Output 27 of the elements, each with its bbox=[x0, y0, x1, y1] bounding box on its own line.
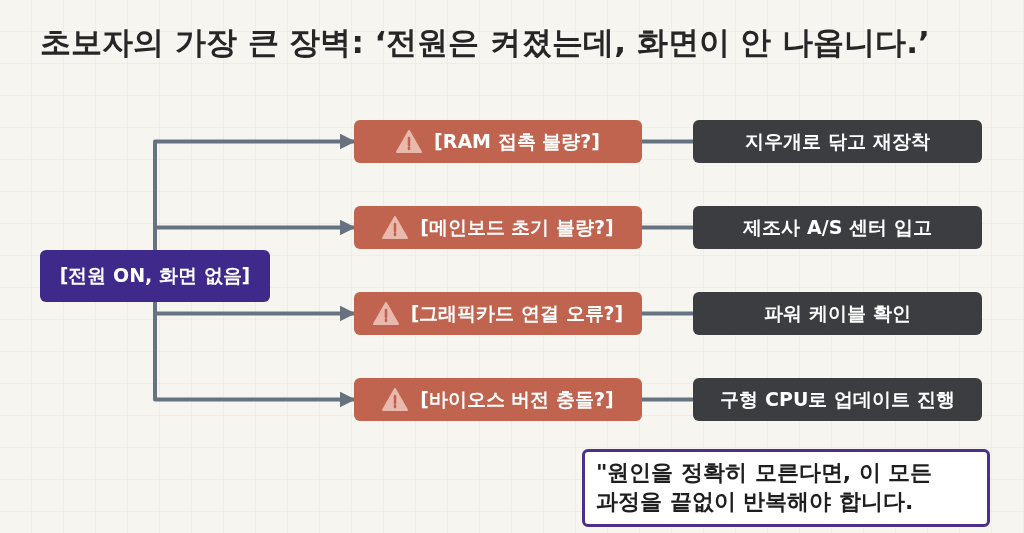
box-label: [바이오스 버전 충돌?] bbox=[420, 386, 614, 412]
cause-box bbox=[354, 378, 642, 421]
cause-box bbox=[354, 120, 642, 163]
title: 초보자의 가장 큰 장벽: ‘전원은 켜졌는데, 화면이 안 나옵니다.’ bbox=[40, 23, 930, 62]
connector-line bbox=[642, 225, 693, 230]
arrow bbox=[153, 219, 356, 250]
cause-box bbox=[354, 206, 642, 249]
box-label: [그래픽카드 연결 오류?] bbox=[410, 300, 624, 326]
action-box bbox=[693, 292, 982, 335]
box-label: [메인보드 초기 불량?] bbox=[420, 214, 614, 240]
box-label: [RAM 접촉 불량?] bbox=[434, 128, 600, 154]
action-box bbox=[693, 378, 982, 421]
cause-box bbox=[354, 292, 642, 335]
connector-line bbox=[642, 397, 693, 402]
box-label: 제조사 A/S 센터 입고 bbox=[743, 214, 932, 240]
connector-line bbox=[642, 311, 693, 316]
box-label: 파워 케이블 확인 bbox=[764, 300, 911, 326]
connector-line bbox=[642, 139, 693, 144]
start-box bbox=[40, 250, 270, 302]
box-label: 구형 CPU로 업데이트 진행 bbox=[720, 386, 955, 412]
arrow bbox=[153, 302, 356, 408]
action-box bbox=[693, 206, 982, 249]
box-label: [전원 ON, 화면 없음] bbox=[59, 263, 251, 288]
quote-box bbox=[582, 449, 990, 527]
box-label: 지우개로 닦고 재장착 bbox=[745, 128, 930, 154]
action-box bbox=[693, 120, 982, 163]
quote-text: "원인을 정확히 모른다면, 이 모든 과정을 끝없이 반복해야 합니다. bbox=[596, 459, 934, 516]
